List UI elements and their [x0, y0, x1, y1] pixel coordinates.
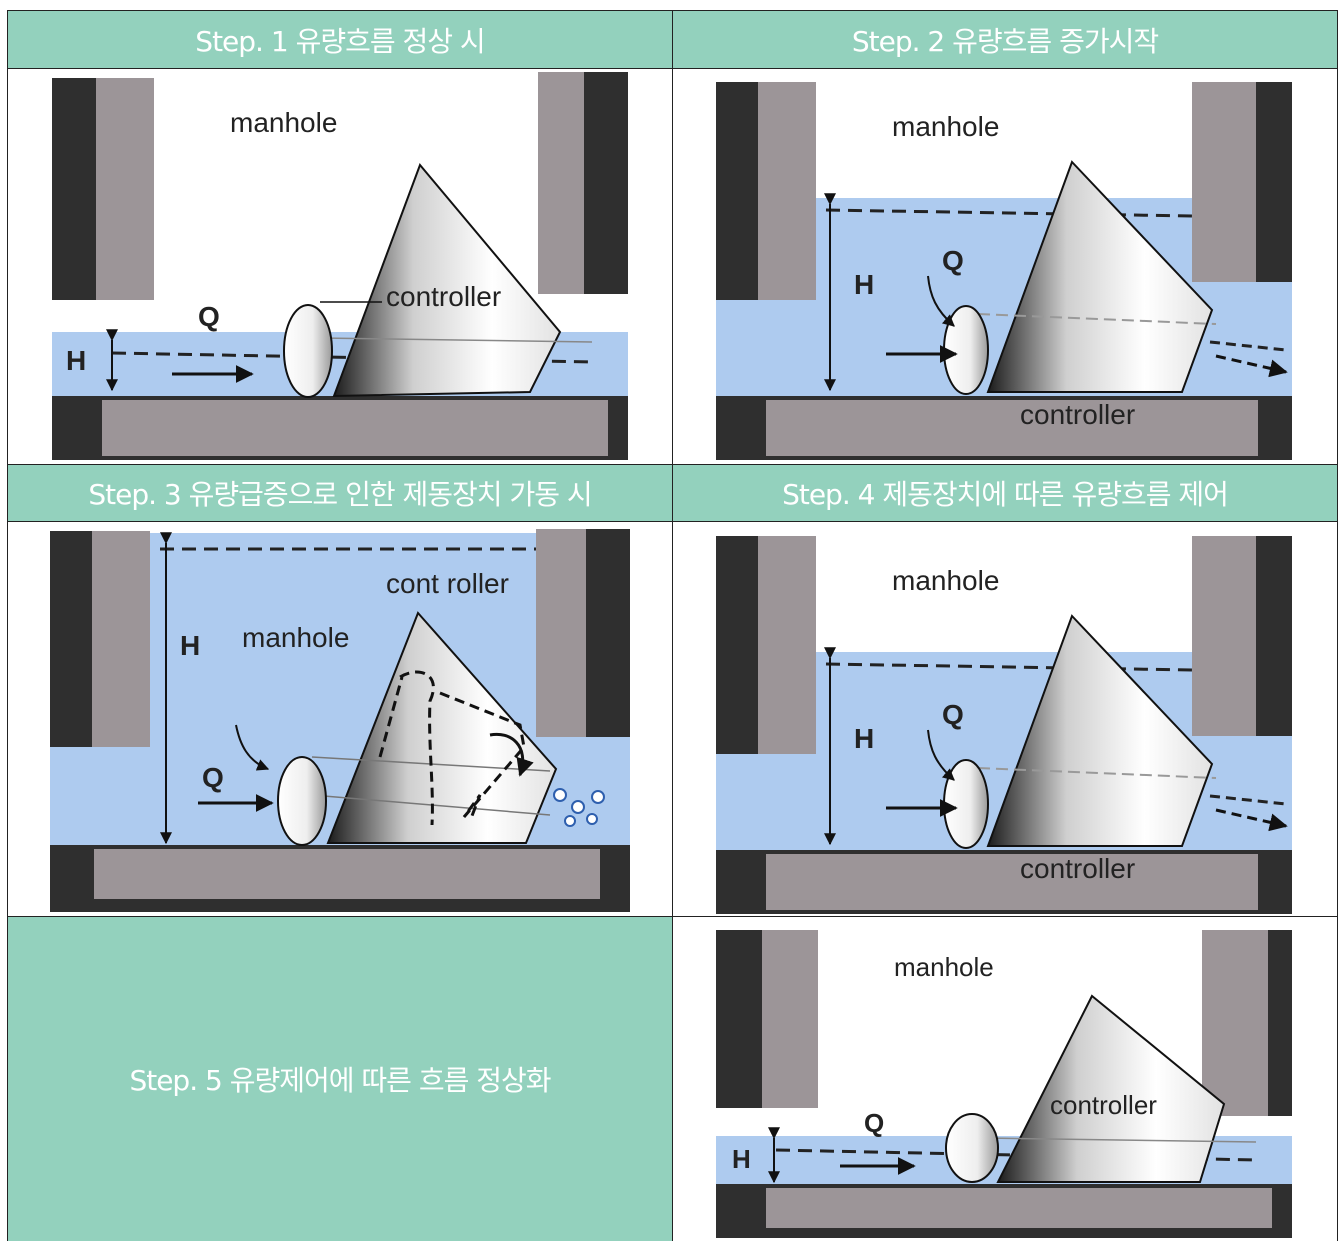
manhole-label: manhole — [230, 107, 337, 138]
controller-label: controller — [1020, 399, 1135, 430]
step5-diagram: manhole controller Q H — [716, 926, 1292, 1238]
controller-label: cont roller — [386, 568, 509, 599]
controller-inlet — [944, 306, 988, 394]
left-wall — [716, 930, 762, 1108]
floor-slab — [102, 400, 608, 456]
floor-slab — [766, 854, 1258, 910]
right-wall — [1256, 536, 1292, 736]
controller-label: controller — [1020, 853, 1135, 884]
controller-inlet — [284, 305, 332, 397]
floor-slab — [766, 1188, 1272, 1228]
q-label: Q — [202, 762, 224, 793]
step3-header: Step. 3 유량급증으로 인한 제동장치 가동 시 — [8, 465, 672, 521]
left-wall — [716, 536, 758, 754]
right-wall — [1256, 82, 1292, 282]
right-wall-face — [538, 72, 584, 294]
controller-label: controller — [1050, 1090, 1157, 1120]
controller-cone — [998, 996, 1224, 1182]
floor-slab — [94, 849, 600, 899]
q-label: Q — [942, 699, 964, 730]
right-wall-face — [1202, 930, 1268, 1116]
table-border-mid — [672, 10, 673, 1241]
step5-header: Step. 5 유량제어에 따른 흐름 정상화 — [8, 917, 672, 1241]
left-wall — [716, 82, 758, 300]
h-label: H — [854, 723, 874, 754]
manhole-label: manhole — [894, 952, 994, 982]
h-label: H — [66, 345, 86, 376]
left-wall-face — [92, 531, 150, 747]
controller-label: controller — [386, 281, 501, 312]
q-label: Q — [198, 301, 220, 332]
table-border-right — [1337, 10, 1338, 1241]
row-divider — [7, 521, 1338, 522]
step4-header: Step. 4 제동장치에 따른 유량흐름 제어 — [673, 465, 1337, 521]
right-wall-face — [1192, 536, 1256, 736]
h-label: H — [732, 1144, 751, 1174]
step1-header: Step. 1 유량흐름 정상 시 — [8, 11, 672, 68]
left-wall-face — [758, 536, 816, 754]
controller-inlet — [944, 760, 988, 848]
right-wall-face — [1192, 82, 1256, 282]
step4-diagram: manhole controller Q H — [716, 524, 1292, 914]
floor-slab — [766, 400, 1258, 456]
left-wall-face — [758, 82, 816, 300]
row-divider — [7, 68, 1338, 69]
right-wall — [586, 529, 630, 737]
manhole-label: manhole — [242, 622, 349, 653]
h-label: H — [180, 630, 200, 661]
manhole-label: manhole — [892, 111, 999, 142]
q-label: Q — [864, 1108, 884, 1138]
right-wall — [1268, 930, 1292, 1116]
manhole-label: manhole — [892, 565, 999, 596]
step1-diagram: manhole controller Q H — [52, 70, 628, 460]
right-wall — [584, 72, 628, 294]
step5-title: Step. 5 유량제어에 따른 흐름 정상화 — [129, 1059, 550, 1099]
step2-diagram: manhole controller Q H — [716, 70, 1292, 460]
step1-title: Step. 1 유량흐름 정상 시 — [195, 20, 484, 60]
controller-inlet — [278, 757, 326, 845]
step2-title: Step. 2 유량흐름 증가시작 — [852, 20, 1158, 60]
left-wall-face — [762, 930, 818, 1108]
h-label: H — [854, 269, 874, 300]
step4-title: Step. 4 제동장치에 따른 유량흐름 제어 — [782, 473, 1228, 513]
controller-inlet — [946, 1114, 998, 1182]
step2-header: Step. 2 유량흐름 증가시작 — [673, 11, 1337, 68]
step3-title: Step. 3 유량급증으로 인한 제동장치 가동 시 — [88, 473, 591, 513]
q-label: Q — [942, 245, 964, 276]
step3-diagram: manhole cont roller Q H — [50, 525, 630, 912]
left-wall — [52, 78, 96, 300]
left-wall — [50, 531, 92, 747]
left-wall-face — [96, 78, 154, 300]
right-wall-face — [536, 529, 586, 737]
